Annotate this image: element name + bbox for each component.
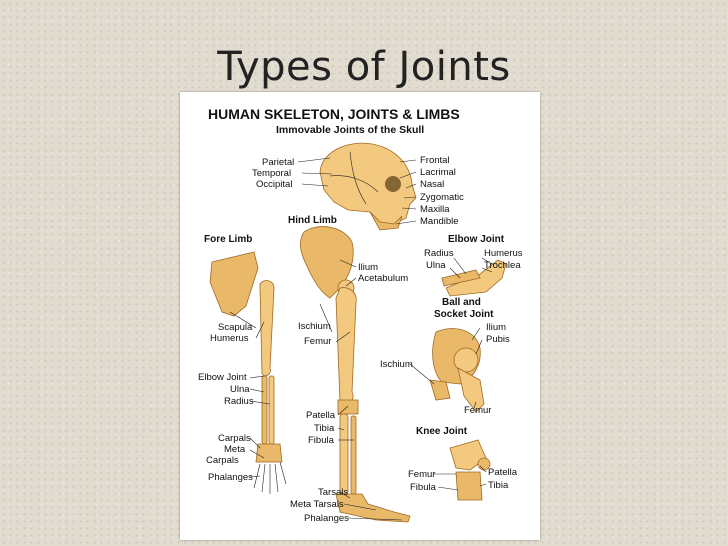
label-ilium-hind: Ilium <box>358 262 378 273</box>
label-phalanges-hind: Phalanges <box>304 513 349 524</box>
label-maxilla: Maxilla <box>420 204 450 215</box>
label-frontal: Frontal <box>420 155 450 166</box>
label-elbow-joint-fore: Elbow Joint <box>198 372 247 383</box>
label-tibia-knee: Tibia <box>488 480 509 491</box>
label-acetabulum: Acetabulum <box>358 273 408 284</box>
hind-limb-illustration <box>300 226 411 523</box>
label-temporal: Temporal <box>252 168 291 179</box>
label-fibula-hind: Fibula <box>308 435 335 446</box>
label-ilium-ball: Ilium <box>486 322 506 333</box>
label-femur-hind: Femur <box>304 336 331 347</box>
label-patella-knee: Patella <box>488 467 518 478</box>
knee-leader-lines <box>434 465 487 491</box>
fore-limb-leader-lines <box>229 311 271 478</box>
label-meta-tarsals: Meta Tarsals <box>290 499 344 510</box>
label-scapula: Scapula <box>218 322 253 333</box>
elbow-joint-illustration <box>441 259 507 297</box>
label-carpals: Carpals <box>218 433 251 444</box>
label-tarsals: Tarsals <box>318 487 348 498</box>
label-ischium-hind: Ischium <box>298 321 331 332</box>
label-trochlea: Trochlea <box>484 260 521 271</box>
label-carpals-2: Carpals <box>206 455 239 466</box>
label-ischium-ball: Ischium <box>380 359 413 370</box>
label-radius-elbow: Radius <box>424 248 454 259</box>
label-patella-hind: Patella <box>306 410 336 421</box>
poster-title: HUMAN SKELETON, JOINTS & LIMBS <box>208 106 460 122</box>
label-pubis: Pubis <box>486 334 510 345</box>
knee-joint-illustration <box>449 439 491 501</box>
section-hind-limb: Hind Limb <box>288 215 337 226</box>
label-parietal: Parietal <box>262 157 294 168</box>
label-meta: Meta <box>224 444 246 455</box>
label-zygomatic: Zygomatic <box>420 192 464 203</box>
label-humerus-fore: Humerus <box>210 333 249 344</box>
section-elbow-joint: Elbow Joint <box>448 234 505 245</box>
fore-limb-illustration <box>209 251 287 494</box>
label-mandible: Mandible <box>420 216 459 227</box>
section-ball-socket-1: Ball and <box>442 297 481 308</box>
poster-subtitle: Immovable Joints of the Skull <box>276 124 424 136</box>
label-tibia-hind: Tibia <box>314 423 335 434</box>
skeleton-poster: HUMAN SKELETON, JOINTS & LIMBS Immovable… <box>180 92 540 540</box>
label-radius-fore: Radius <box>224 396 254 407</box>
ball-socket-illustration <box>429 328 485 413</box>
elbow-leader-lines <box>449 257 493 279</box>
label-nasal: Nasal <box>420 179 444 190</box>
slide-title: Types of Joints <box>217 44 511 90</box>
label-femur-knee: Femur <box>408 469 435 480</box>
section-knee-joint: Knee Joint <box>416 426 468 437</box>
skull-illustration <box>319 142 417 231</box>
label-fibula-knee: Fibula <box>410 482 437 493</box>
label-lacrimal: Lacrimal <box>420 167 456 178</box>
label-femur-ball: Femur <box>464 405 491 416</box>
skull-leader-lines <box>297 157 417 225</box>
label-ulna-elbow: Ulna <box>426 260 446 271</box>
label-ulna-fore: Ulna <box>230 384 250 395</box>
label-phalanges-fore: Phalanges <box>208 472 253 483</box>
hind-limb-leader-lines <box>319 259 403 521</box>
section-ball-socket-2: Socket Joint <box>434 309 494 320</box>
section-fore-limb: Fore Limb <box>204 234 252 245</box>
label-humerus-elbow: Humerus <box>484 248 523 259</box>
poster-diagram: HUMAN SKELETON, JOINTS & LIMBS Immovable… <box>198 106 523 524</box>
label-occipital: Occipital <box>256 179 292 190</box>
ball-socket-leader-lines <box>409 327 483 409</box>
